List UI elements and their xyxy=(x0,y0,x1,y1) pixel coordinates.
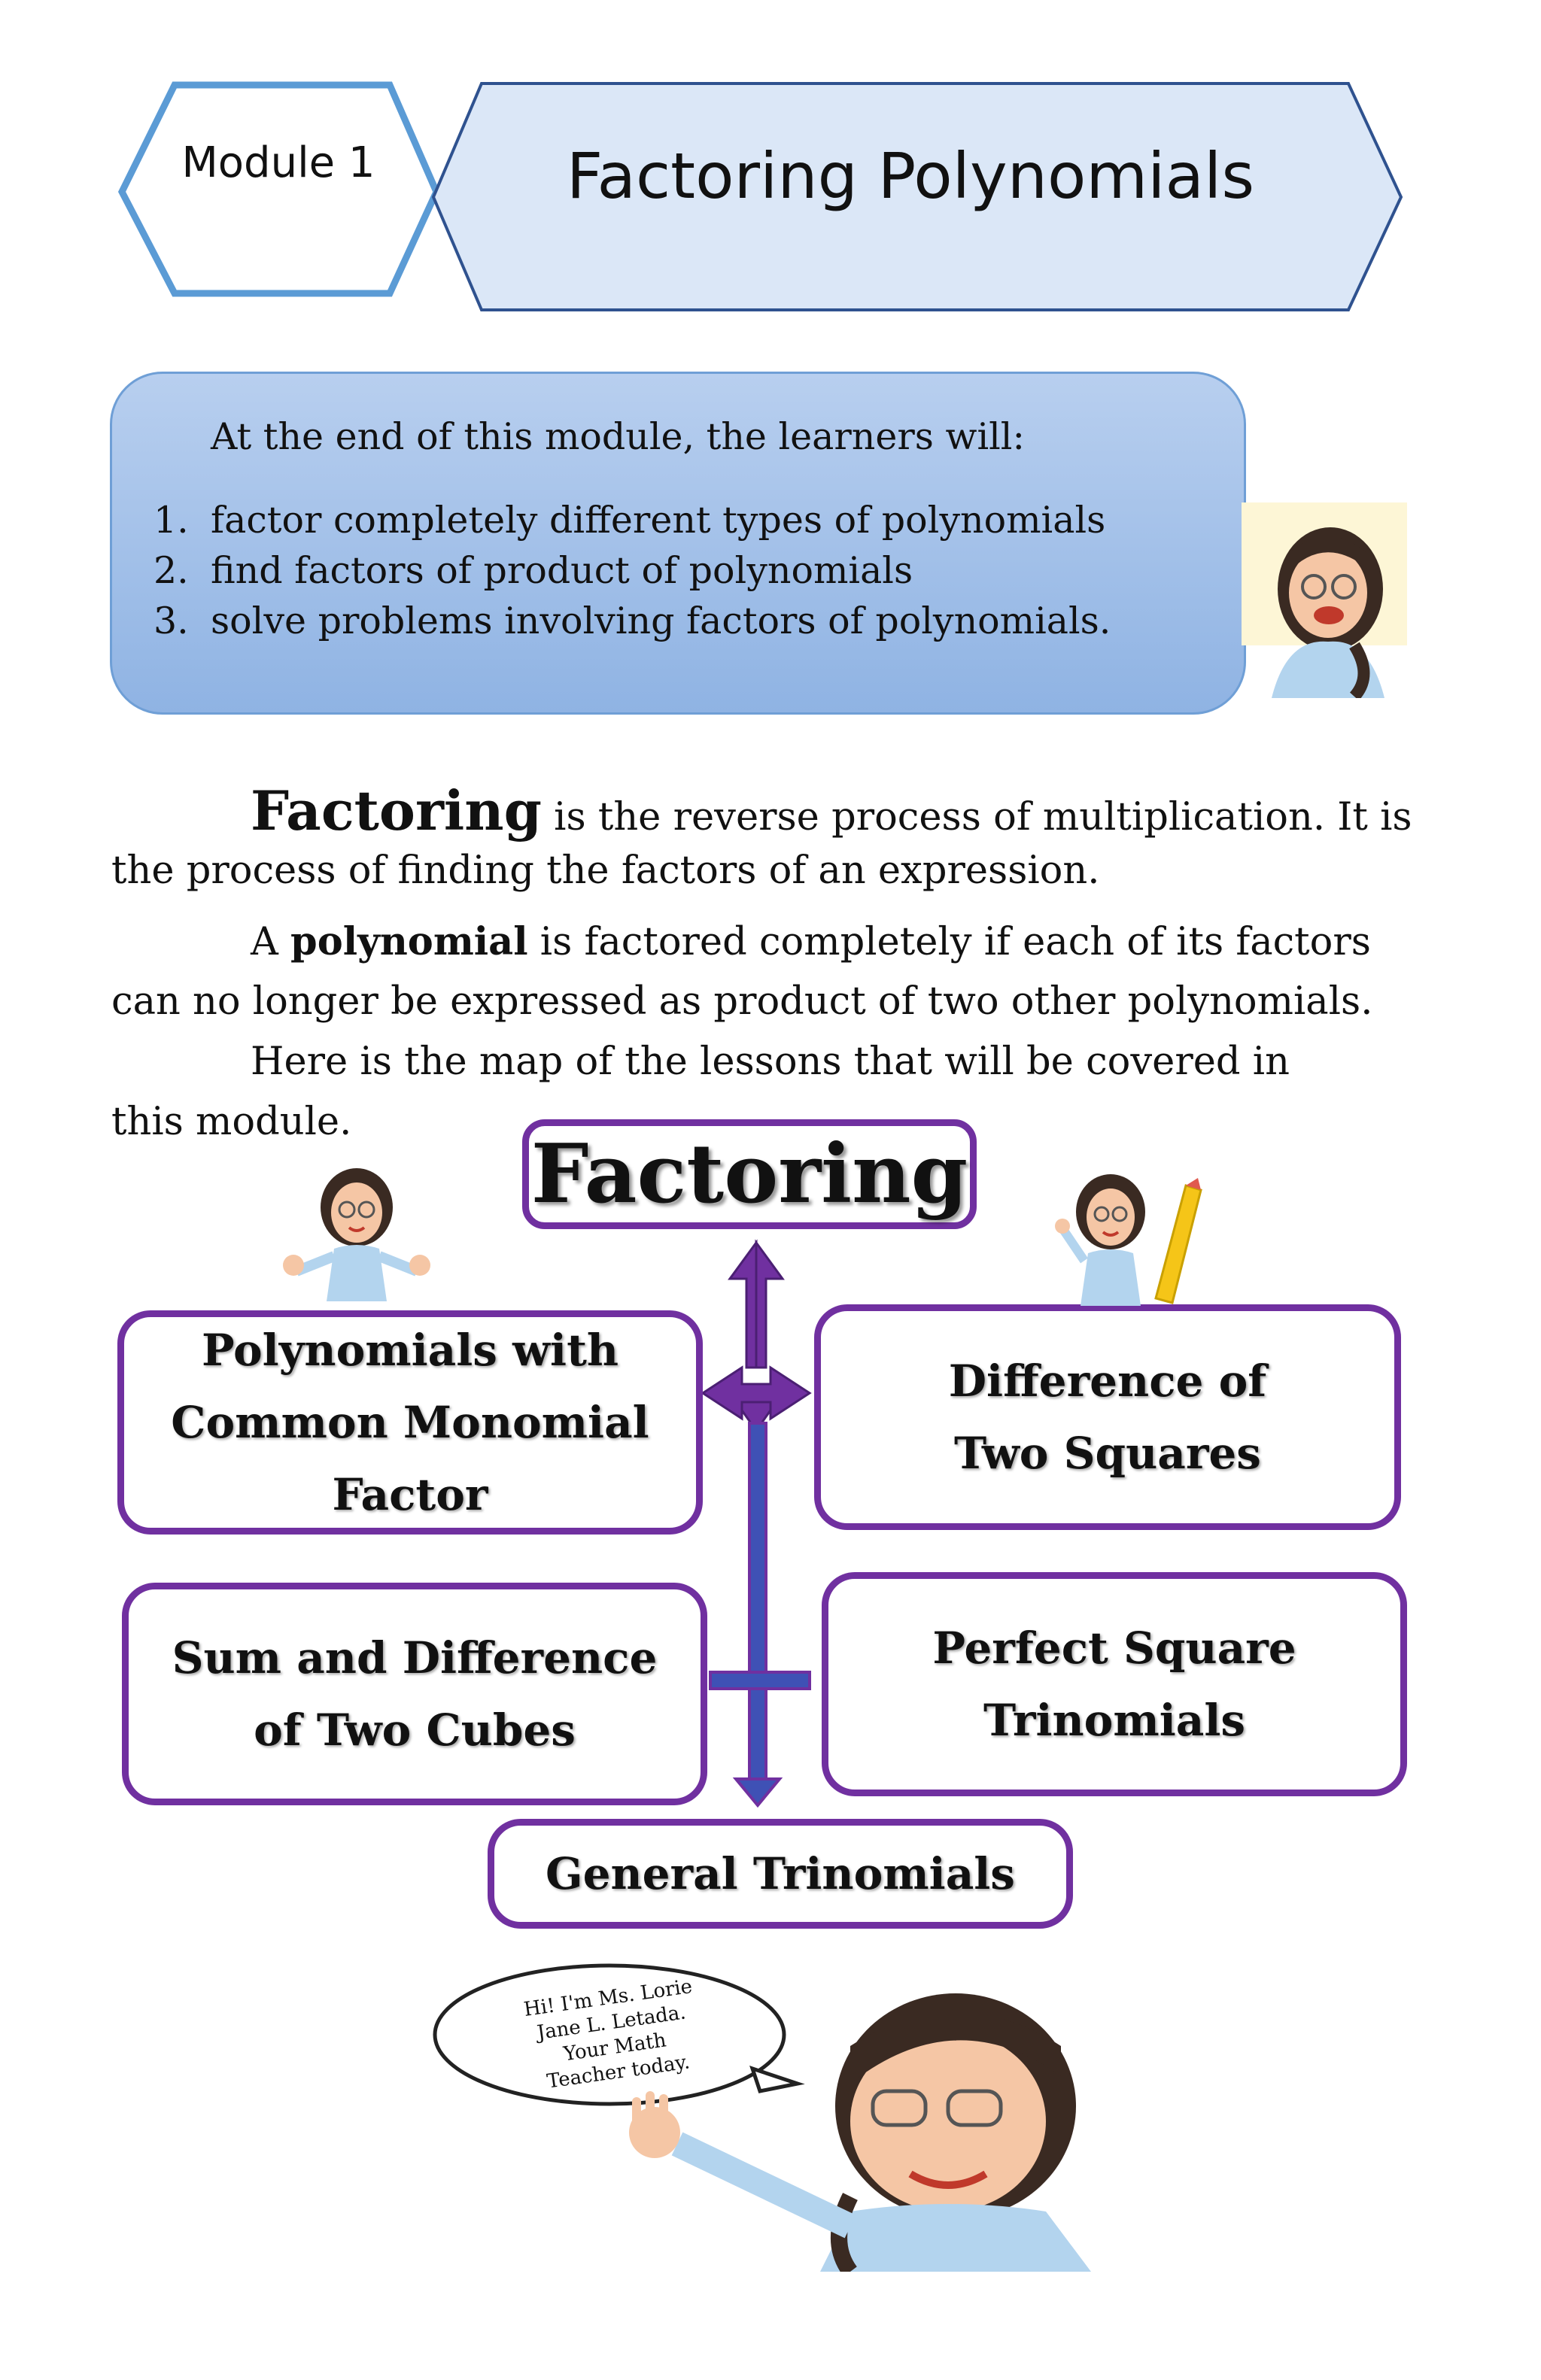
map-node-general-trinomials: General Trinomials xyxy=(488,1819,1073,1929)
speech-bubble xyxy=(433,1963,786,2106)
teacher-avatar-icon xyxy=(1242,502,1407,698)
objective-item: 3.solve problems involving factors of po… xyxy=(153,600,1111,642)
teacher-speech-bubble-graphic xyxy=(433,1963,1091,2272)
map-node-perfect-square: Perfect Square Trinomials xyxy=(822,1572,1407,1796)
module-hexagon xyxy=(117,81,440,297)
concept-map-arrows xyxy=(701,1239,812,1808)
teacher-thumbs-up-icon xyxy=(283,1168,430,1301)
objectives-box xyxy=(110,372,1246,715)
paragraph-factoring: Factoring is the reverse process of mult… xyxy=(111,779,1412,894)
objectives-intro: At the end of this module, the learners … xyxy=(211,415,1025,458)
module-label: Module 1 xyxy=(181,138,375,187)
map-node-difference-of-squares: Difference of Two Squares xyxy=(814,1304,1401,1530)
module-header-graphic xyxy=(117,81,1403,311)
title-banner xyxy=(431,82,1403,311)
paragraph-map-intro: Here is the map of the lessons that will… xyxy=(111,1040,1290,1144)
paragraph-polynomial: A polynomial is factored completely if e… xyxy=(111,919,1373,1024)
cross-arrow-icon xyxy=(701,1239,812,1433)
map-node-common-monomial: Polynomials with Common Monomial Factor xyxy=(117,1310,703,1535)
objective-item: 1.factor completely different types of p… xyxy=(153,499,1106,542)
horizontal-connector xyxy=(709,1671,811,1690)
map-node-sum-difference-cubes: Sum and Difference of Two Cubes xyxy=(122,1583,707,1805)
teacher-pencil-icon xyxy=(1055,1174,1202,1306)
map-root-factoring: Factoring xyxy=(522,1119,977,1229)
objectives-list: 1.factor completely different types of p… xyxy=(153,495,1111,646)
objective-item: 2.find factors of product of polynomials xyxy=(153,549,913,592)
page-title: Factoring Polynomials xyxy=(566,139,1255,213)
vertical-connector xyxy=(748,1422,767,1786)
down-arrowhead-icon xyxy=(732,1777,783,1808)
